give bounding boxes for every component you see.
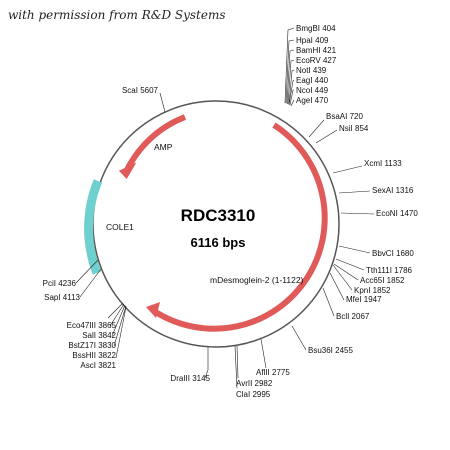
feature-mdesmoglein-arc [152,122,328,332]
site-label: EcoNI 1470 [376,209,418,218]
site-label: AscI 3821 [80,361,116,370]
site-label: DraIII 3145 [170,374,210,383]
site-label: Tth111I 1786 [366,266,413,275]
feature-label-cole1: COLE1 [106,222,134,232]
site-label: Eco47III 3865 [67,321,117,330]
site-label: Acc65I 1852 [360,276,405,285]
site-label: SapI 4113 [44,293,80,302]
left-side-labels: DraIII 3145 AscI 3821 BssHII 3822 BstZ17… [43,86,211,383]
plasmid-size: 6116 bps [191,235,246,250]
site-label: SalI 3842 [82,331,116,340]
site-label: EagI 440 [296,76,329,85]
site-label: SexAI 1316 [372,186,414,195]
site-label: BamHI 421 [296,46,337,55]
top-cluster-labels: BmgBI 404 HpaI 409 BamHI 421 EcoRV 427 N… [296,24,337,105]
site-label: BmgBI 404 [296,24,336,33]
attribution-text: with permission from R&D Systems [8,8,226,22]
site-label: ScaI 5607 [122,86,159,95]
top-cluster-leaders [284,27,295,107]
site-label: MfeI 1947 [346,295,382,304]
feature-mdesmoglein-arrowhead [146,302,160,318]
feature-cole1-arc [84,179,103,275]
site-label: NsiI 854 [339,124,369,133]
site-label: XcmI 1133 [364,159,402,168]
site-label: BclI 2067 [336,312,370,321]
feature-label-amp: AMP [154,142,173,152]
site-label: BstZ17I 3830 [68,341,116,350]
left-side-leaders [75,92,209,379]
site-label: NcoI 449 [296,86,329,95]
right-side-labels: BsaAI 720 NsiI 854 XcmI 1133 SexAI 1316 … [236,112,418,399]
site-label: BssHII 3822 [72,351,116,360]
site-label: PciI 4236 [43,279,77,288]
site-label: Bsu36I 2455 [308,346,353,355]
right-side-leaders [234,119,375,389]
site-label: BsaAI 720 [326,112,363,121]
site-label: AvrII 2982 [236,379,273,388]
site-label: HpaI 409 [296,36,329,45]
feature-label-mdesmoglein: mDesmoglein-2 (1-1122) [210,275,304,285]
feature-amp-arc [124,114,187,172]
site-label: NotI 439 [296,66,327,75]
site-label: EcoRV 427 [296,56,337,65]
site-label: AflII 2775 [256,368,290,377]
site-label: BbvCI 1680 [372,249,414,258]
site-label: AgeI 470 [296,96,329,105]
site-label: KpnI 1852 [354,286,391,295]
feature-amp-arrowhead [118,162,137,180]
site-label: ClaI 2995 [236,390,271,399]
plasmid-name: RDC3310 [181,206,256,225]
